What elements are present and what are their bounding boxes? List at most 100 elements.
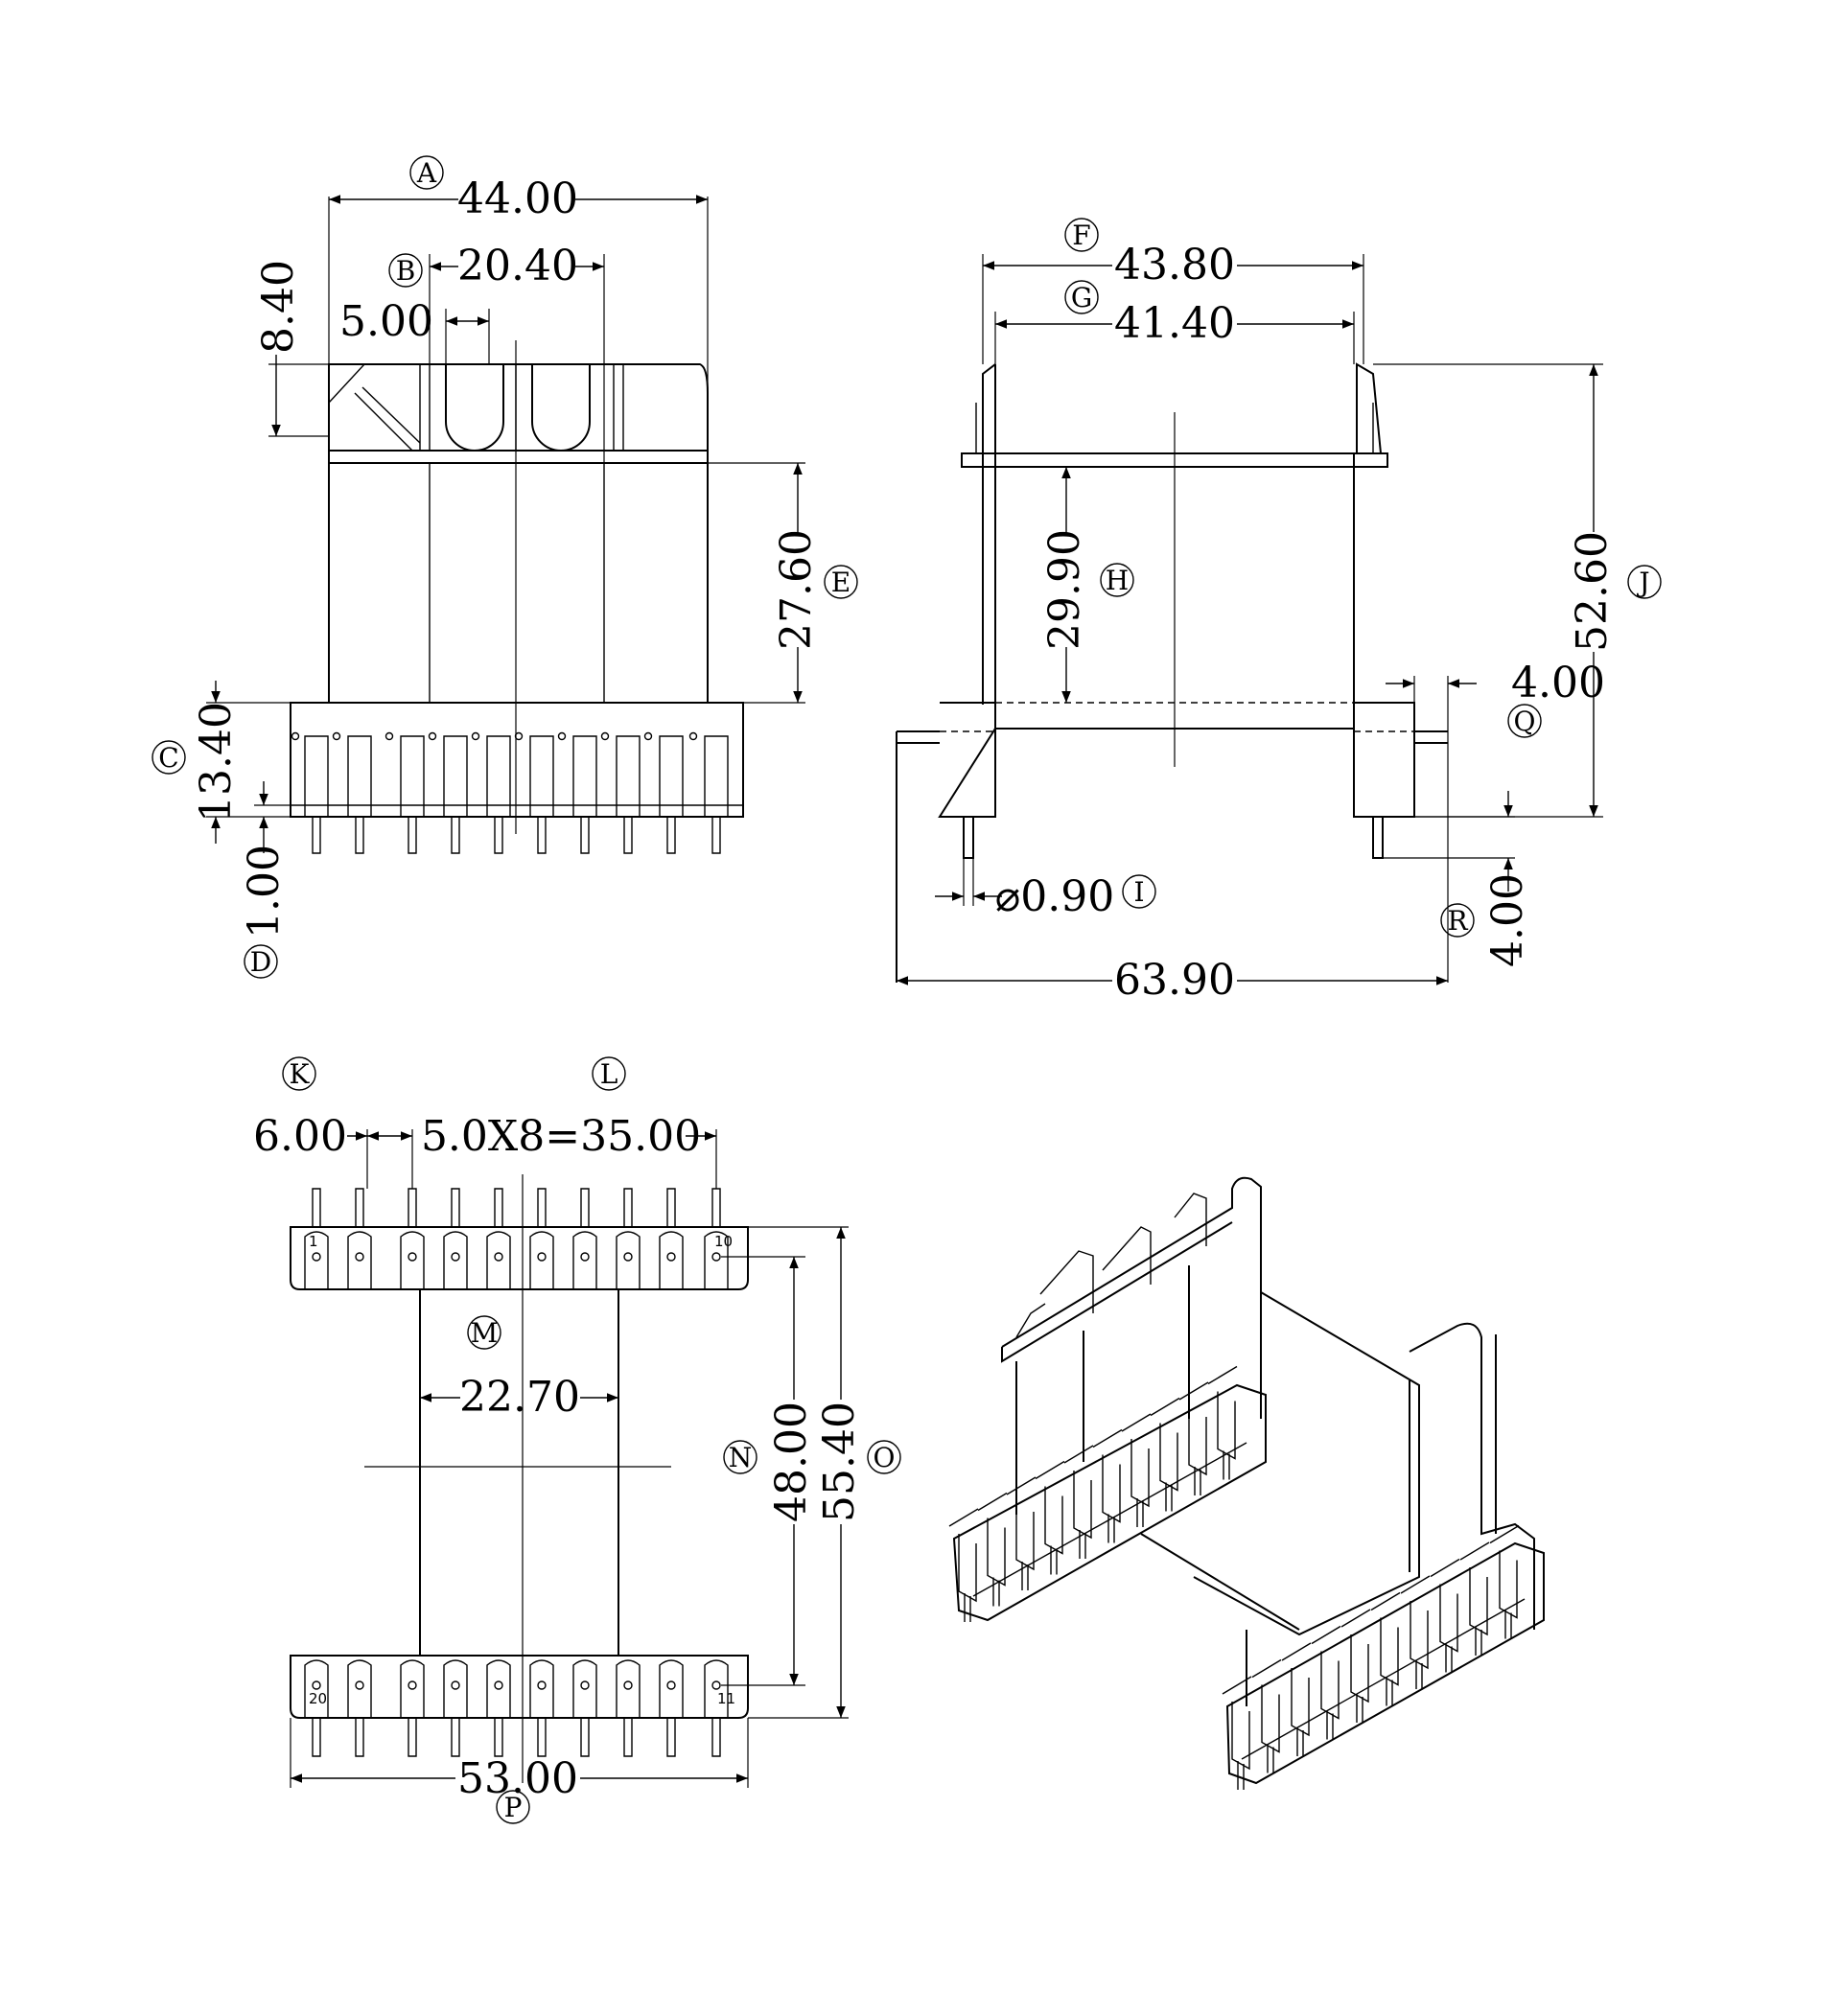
label-M-circle xyxy=(467,1315,501,1350)
front-pin xyxy=(514,731,554,854)
label-G-circle xyxy=(1064,280,1099,314)
dim-C-value: 13.40 xyxy=(192,702,241,823)
label-R-circle xyxy=(1440,903,1475,938)
bottom-view-pin-bottom xyxy=(529,1659,554,1757)
iso-pin xyxy=(1222,1676,1252,1790)
dim-P-value: 53.00 xyxy=(457,1754,578,1803)
iso-pin xyxy=(1035,1460,1065,1575)
bottom-view-pin-top xyxy=(443,1188,468,1289)
iso-pin xyxy=(1489,1524,1520,1639)
isometric-view xyxy=(948,1176,1545,1790)
dim-overall-width-value: 63.90 xyxy=(1114,956,1235,1005)
iso-pin xyxy=(1121,1413,1152,1527)
bottom-view-pin-bottom xyxy=(704,1659,729,1757)
side-view xyxy=(896,254,1603,985)
bottom-view-pin-bottom xyxy=(443,1659,468,1757)
iso-pin xyxy=(1006,1476,1037,1590)
dim-G-value: 41.40 xyxy=(1114,299,1235,348)
bottom-view-pin-top xyxy=(529,1188,554,1289)
front-pin xyxy=(643,731,684,854)
iso-pin xyxy=(1400,1575,1431,1689)
front-pin xyxy=(332,731,372,854)
label-O: O xyxy=(874,1442,896,1473)
dim-slot-value: 5.00 xyxy=(339,297,433,346)
label-K: K xyxy=(290,1058,311,1090)
dim-K-value: 6.00 xyxy=(253,1112,347,1161)
iso-pin xyxy=(1251,1658,1282,1773)
iso-pin xyxy=(1092,1428,1123,1543)
label-B: B xyxy=(396,255,416,287)
dim-A-value: 44.00 xyxy=(457,174,578,223)
bottom-view-pin-top xyxy=(486,1188,511,1289)
front-pin xyxy=(291,731,329,854)
label-N-circle xyxy=(723,1440,757,1474)
label-H-circle xyxy=(1100,563,1134,597)
label-E: E xyxy=(831,567,851,598)
bottom-view-pin-top xyxy=(347,1188,372,1289)
iso-pin xyxy=(1150,1397,1180,1512)
pin-11-label: 11 xyxy=(717,1690,735,1707)
dim-B-value: 20.40 xyxy=(457,242,578,290)
bottom-view-pin-top xyxy=(616,1188,641,1289)
iso-pin xyxy=(1063,1445,1094,1559)
bottom-view-pin-bottom xyxy=(400,1659,425,1757)
pin-10-label: 10 xyxy=(714,1233,733,1250)
label-A: A xyxy=(416,157,437,189)
front-pin xyxy=(557,731,597,854)
label-P: P xyxy=(504,1792,523,1823)
bottom-view-pin-top xyxy=(400,1188,425,1289)
pin-1-label: 1 xyxy=(309,1233,318,1250)
dim-R-value: 4.00 xyxy=(1483,873,1532,967)
iso-pin xyxy=(1370,1591,1401,1706)
dim-H-value: 29.90 xyxy=(1040,529,1089,650)
label-D: D xyxy=(250,946,271,978)
dim-Q-value: 4.00 xyxy=(1511,659,1605,707)
label-Q-circle xyxy=(1507,704,1542,738)
dim-L-value: 5.0X8=35.00 xyxy=(421,1112,701,1161)
bottom-view-pin-bottom xyxy=(616,1659,641,1757)
label-Q: Q xyxy=(1514,706,1536,737)
bottom-view-pin-bottom xyxy=(304,1659,329,1757)
iso-pin xyxy=(1311,1625,1341,1740)
front-view xyxy=(206,195,805,854)
iso-pin xyxy=(1340,1609,1371,1723)
label-F: F xyxy=(1072,220,1090,251)
iso-pin xyxy=(1430,1558,1460,1673)
label-D-circle xyxy=(244,944,278,979)
dim-E-value: 27.60 xyxy=(772,529,821,650)
label-L: L xyxy=(600,1058,618,1090)
label-R: R xyxy=(1447,905,1468,937)
dim-top-height-value: 8.40 xyxy=(254,260,303,354)
label-C-circle xyxy=(151,740,186,775)
iso-pin xyxy=(1207,1365,1238,1480)
bottom-view: 1 10 20 11 xyxy=(290,1129,849,1788)
label-B-circle xyxy=(388,253,423,288)
iso-pin xyxy=(977,1492,1008,1607)
label-L-circle xyxy=(592,1056,626,1091)
pin-20-label: 20 xyxy=(309,1690,327,1707)
bottom-view-pin-top xyxy=(659,1188,684,1289)
dim-O-value: 55.40 xyxy=(815,1402,864,1522)
dim-I-value: ⌀0.90 xyxy=(995,872,1114,921)
front-pin xyxy=(688,731,729,854)
iso-pin xyxy=(948,1508,979,1622)
label-J-circle xyxy=(1627,565,1662,599)
label-O-circle xyxy=(867,1440,901,1474)
label-H: H xyxy=(1106,565,1129,596)
iso-pin xyxy=(1281,1642,1312,1756)
label-P-circle xyxy=(496,1790,530,1824)
front-pin xyxy=(428,731,468,854)
label-E-circle xyxy=(824,565,858,599)
bottom-view-pin-top xyxy=(304,1188,329,1289)
iso-pin xyxy=(1459,1541,1490,1656)
label-C: C xyxy=(158,742,178,774)
label-M: M xyxy=(471,1317,499,1349)
front-pin xyxy=(385,731,425,854)
label-F-circle xyxy=(1064,218,1099,252)
label-I: I xyxy=(1133,876,1144,908)
dim-D-value: 1.00 xyxy=(240,845,289,938)
iso-pin xyxy=(1178,1381,1209,1495)
dim-F-value: 43.80 xyxy=(1114,241,1235,290)
label-A-circle xyxy=(409,155,444,190)
